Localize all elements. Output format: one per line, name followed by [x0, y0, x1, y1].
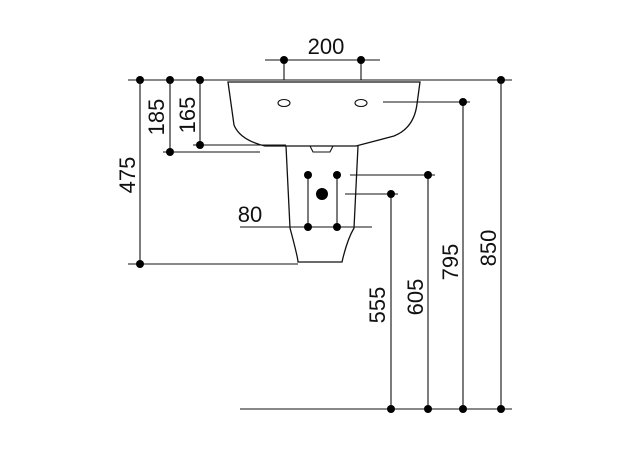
waste-outlet	[316, 188, 328, 200]
dim-waste-width	[240, 171, 372, 231]
dim-label-rim-height: 850	[476, 230, 501, 267]
dim-label-inner-height: 165	[175, 97, 200, 134]
dim-label-waste-height: 555	[365, 287, 390, 324]
dim-front-height	[163, 80, 260, 156]
pedestal-recess	[309, 145, 334, 153]
dim-label-waste-width: 80	[238, 202, 262, 227]
dim-label-pedestal-height: 475	[115, 157, 140, 194]
dim-label-tap-height: 795	[438, 244, 463, 281]
floor-line	[240, 405, 512, 413]
dim-waste-height	[345, 190, 398, 409]
dim-label-front-height: 185	[144, 99, 169, 136]
dim-label-top-width: 200	[308, 34, 345, 59]
dim-inner-height	[193, 80, 286, 149]
basin-outline	[227, 81, 421, 147]
rim-reference-line	[128, 76, 512, 84]
dim-trap-height	[350, 171, 435, 409]
tap-hole-left	[277, 98, 291, 108]
pedestal-outline	[285, 145, 359, 263]
dim-pedestal-height	[128, 80, 298, 268]
tap-hole-right	[354, 98, 368, 108]
dim-top-width	[265, 56, 380, 80]
dim-tap-height	[383, 98, 470, 409]
dim-label-trap-height: 605	[403, 279, 428, 316]
